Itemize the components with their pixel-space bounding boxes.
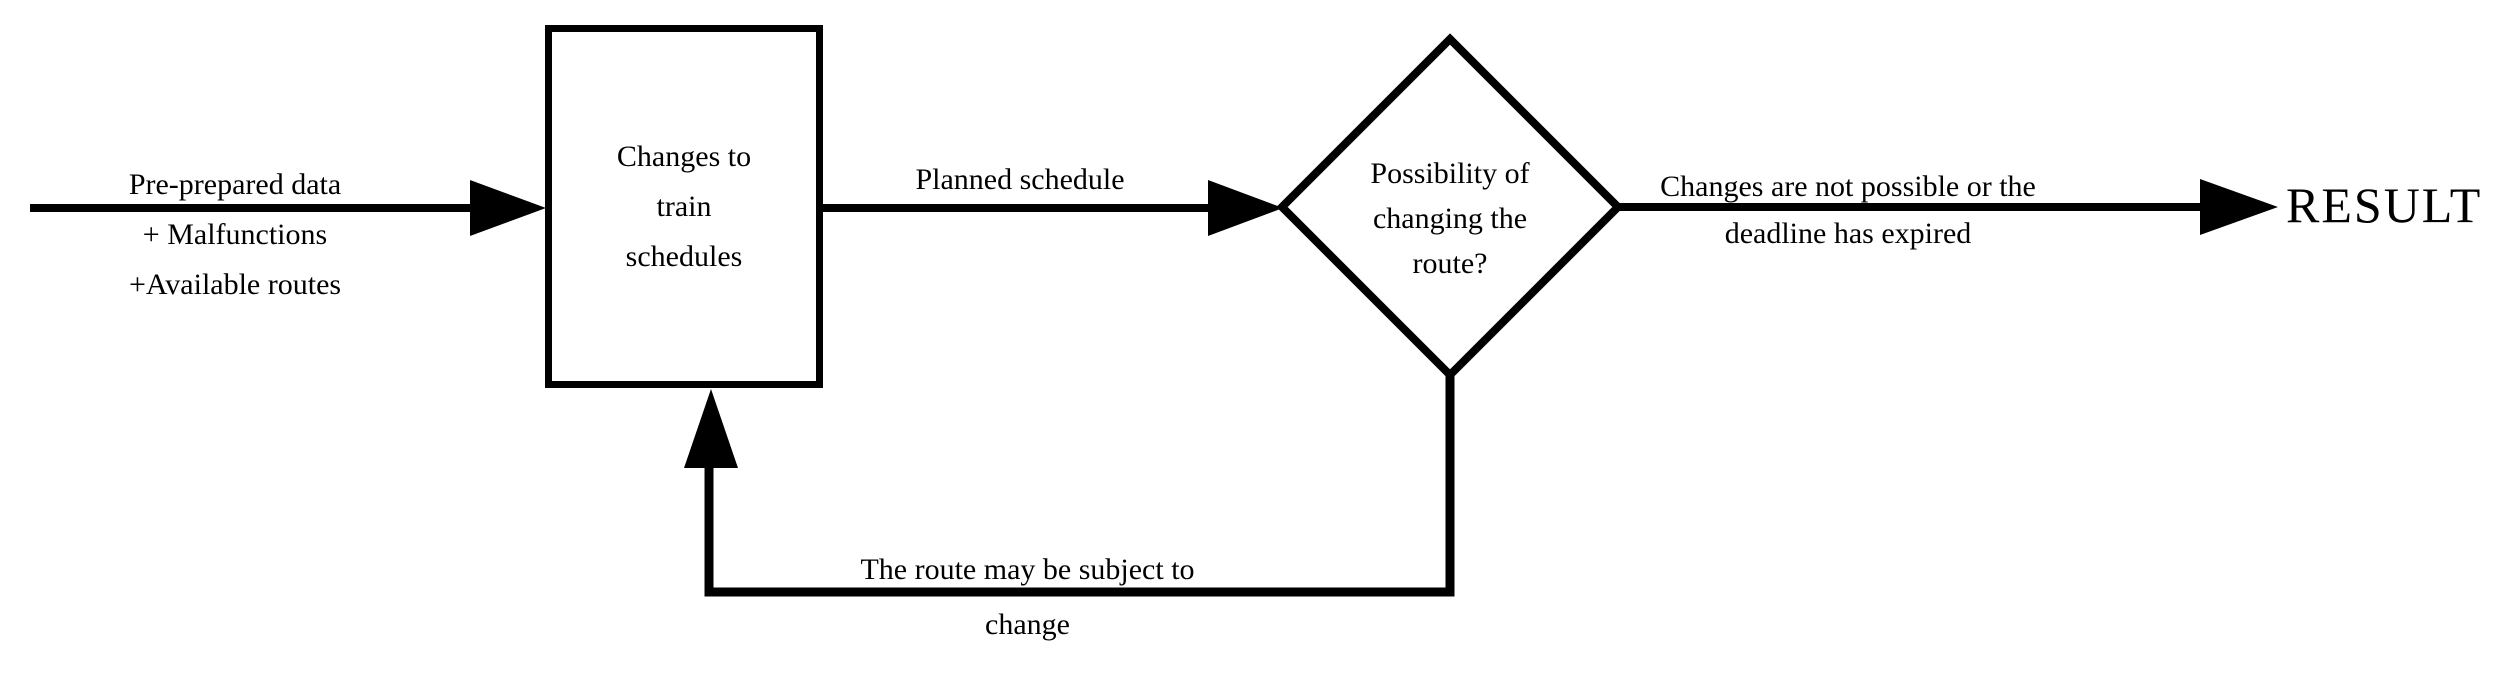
process-label-line-1: Changes to	[616, 139, 752, 173]
input-label-line-1: Pre-prepared data	[128, 168, 342, 201]
output-label-line-2: deadline has expired	[1724, 217, 1972, 250]
result-label-text: RESULT	[2286, 177, 2483, 233]
feedback-label-line-2: change	[985, 608, 1070, 641]
decision-diamond-label: Possibility of changing the route?	[1282, 151, 1618, 286]
process-label-line-2: train	[656, 189, 712, 223]
output-arrowhead-icon	[2200, 179, 2278, 235]
process-box-rect	[545, 25, 823, 388]
feedback-arrow-label: The route may be subject to change	[820, 542, 1235, 652]
output-label-line-1: Changes are not possible or the	[1660, 170, 2036, 203]
decision-label-line-1: Possibility of	[1370, 157, 1530, 190]
planned-arrow-label: Planned schedule	[825, 164, 1215, 196]
process-box-label: Changes to train schedules	[545, 25, 823, 388]
decision-label-line-2: changing the	[1372, 202, 1528, 235]
planned-label-text: Planned schedule	[915, 163, 1125, 196]
input-label-line-2: + Malfunctions	[142, 218, 328, 251]
process-label-line-3: schedules	[625, 239, 743, 273]
result-label: RESULT	[2286, 179, 2510, 231]
decision-label-line-3: route?	[1412, 247, 1488, 280]
input-arrowhead-icon	[470, 180, 546, 236]
planned-arrowhead-icon	[1208, 180, 1283, 236]
input-label-line-3: +Available routes	[128, 268, 342, 301]
input-arrow-label: Pre-prepared data + Malfunctions +Availa…	[85, 160, 385, 310]
feedback-label-line-1: The route may be subject to	[860, 553, 1195, 586]
output-arrow-label: Changes are not possible or the deadline…	[1613, 163, 2083, 257]
feedback-connector-line	[704, 375, 1455, 597]
feedback-arrowhead-icon	[684, 389, 738, 468]
